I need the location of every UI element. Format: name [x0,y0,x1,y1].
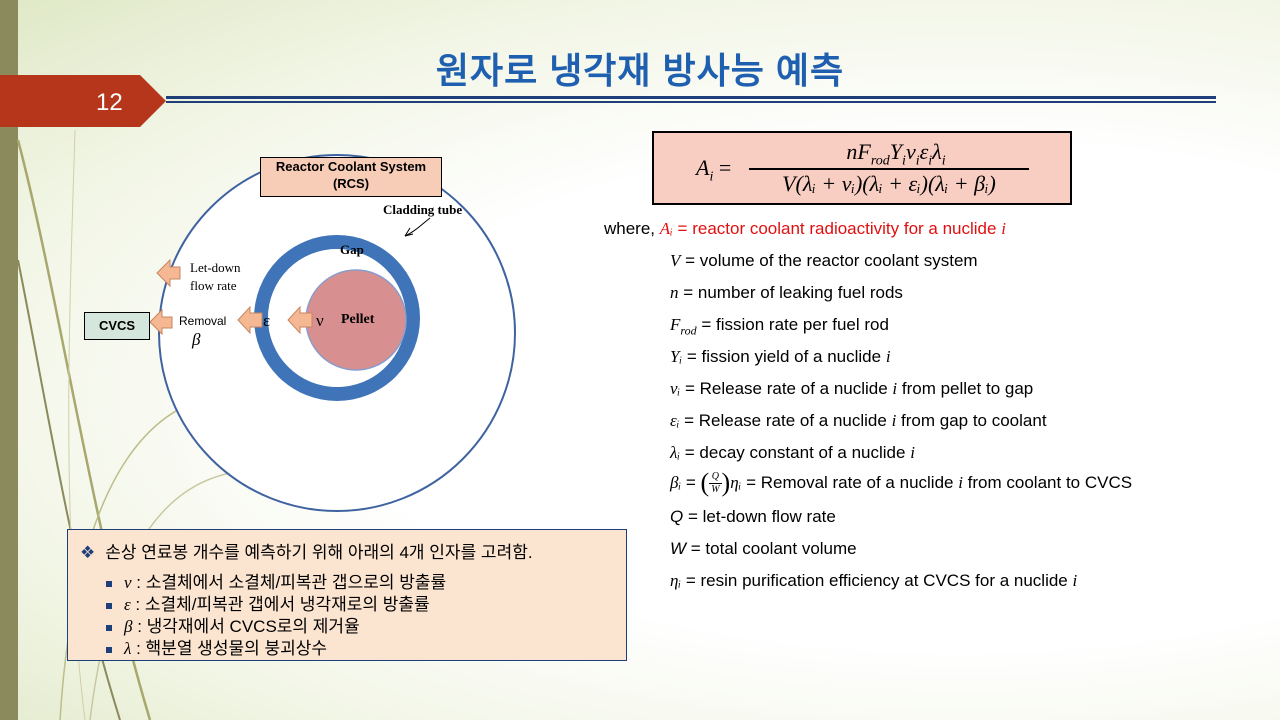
diamond-bullet-icon: ❖ [80,543,96,562]
note-item: λ : 핵분열 생성물의 붕괴상수 [106,634,327,659]
removal-label: Removal [179,314,227,328]
letdown-arrow [156,258,181,288]
cvcs-box: CVCS [84,312,150,340]
cladding-label: Cladding tube [383,202,463,217]
nu-arrow [287,305,313,335]
definition-row: ηᵢ = resin purification efficiency at CV… [670,571,1078,590]
square-bullet-icon [106,646,112,653]
slide-title: 원자로 냉각재 방사능 예측 [435,50,845,91]
note-item: ν : 소결체에서 소결체/피복관 갭으로의 방출률 [106,568,446,593]
letdown-line1: Let-down [190,260,241,275]
definition-row: εᵢ = Release rate of a nuclide i from ga… [670,411,1047,430]
definition-row: V = volume of the reactor coolant system [670,251,978,270]
formula-numerator: nFrodYiνiεiλi [846,139,946,169]
definition-row: λᵢ = decay constant of a nuclide i [670,443,915,462]
nu-symbol: ν [316,311,324,330]
letdown-line2: flow rate [190,278,237,293]
definition-row: where, Aᵢ = reactor coolant radioactivit… [604,219,1006,238]
beta-symbol: β [192,330,201,349]
definition-row: Yᵢ = fission yield of a nuclide i [670,347,891,366]
formula-denominator: V(λᵢ + νᵢ)(λᵢ + εᵢ)(λᵢ + βᵢ) [782,171,996,196]
note-heading: ❖손상 연료봉 개수를 예측하기 위해 아래의 4개 인자를 고려함. [80,543,533,562]
definition-row: W = total coolant volume [670,539,857,558]
removal-arrow [149,308,173,336]
square-bullet-icon [106,602,112,609]
note-item: β : 냉각재에서 CVCS로의 제거율 [106,612,360,637]
formula-lhs: Ai = [696,155,732,185]
page-number: 12 [96,89,123,116]
definition-row: n = number of leaking fuel rods [670,283,903,302]
title-underline [166,96,1216,99]
rcs-label-box: Reactor Coolant System (RCS) [260,157,442,197]
note-item: ε : 소결체/피복관 갭에서 냉각재로의 방출률 [106,590,430,615]
cladding-pointer [404,217,431,237]
activity-formula: Ai = nFrodYiνiεiλi V(λᵢ + νᵢ)(λᵢ + εᵢ)(λ… [652,131,1072,205]
rcs-label-line1: Reactor Coolant System [275,159,427,174]
epsilon-symbol: ε [263,311,271,330]
letdown-label: Let-down flow rate [190,260,241,294]
left-decor-bar [0,0,18,720]
square-bullet-icon [106,580,112,587]
page-number-tab [0,75,166,127]
title-underline-thin [166,101,1216,103]
square-bullet-icon [106,624,112,631]
fraction-bar [749,168,1029,170]
definition-row: Q = let-down flow rate [670,507,836,526]
gap-label: Gap [340,242,364,257]
definition-row: νᵢ = Release rate of a nuclide i from pe… [670,379,1034,398]
definition-row: Frod = fission rate per fuel rod [670,315,889,338]
factors-note-box: ❖손상 연료봉 개수를 예측하기 위해 아래의 4개 인자를 고려함. ν : … [67,529,627,661]
pellet-label: Pellet [341,312,375,327]
epsilon-arrow [237,305,263,335]
rcs-label-line2: (RCS) [332,176,370,191]
